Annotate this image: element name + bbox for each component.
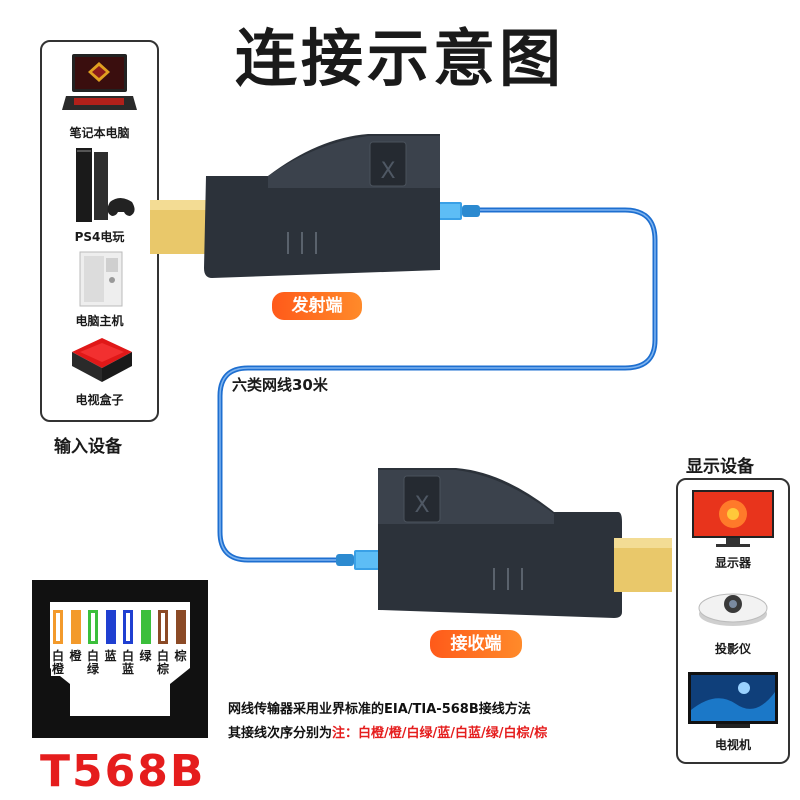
pin-label-6: 绿 bbox=[139, 650, 153, 663]
pin-label-1: 白橙 bbox=[51, 650, 65, 676]
device-label-tv: 电视机 bbox=[678, 736, 788, 753]
svg-text:X: X bbox=[380, 159, 395, 184]
pin-wire-7 bbox=[158, 610, 168, 644]
receiver-adapter: X bbox=[374, 462, 674, 622]
pin-wire-1 bbox=[53, 610, 63, 644]
pin-label-2: 橙 bbox=[69, 650, 83, 663]
wiring-note-prefix: 其接线次序分别为 bbox=[228, 726, 332, 741]
cable-label: 六类网线30米 bbox=[232, 374, 328, 395]
device-label-monitor: 显示器 bbox=[678, 554, 788, 571]
wiring-order: 注：白橙/橙/白绿/蓝/白蓝/绿/白棕/棕 bbox=[332, 726, 547, 741]
pin-label-5: 白蓝 bbox=[121, 650, 135, 676]
device-label-projector: 投影仪 bbox=[678, 640, 788, 657]
pin-wire-5 bbox=[123, 610, 133, 644]
receiver-tag: 接收端 bbox=[430, 630, 522, 658]
transmitter-tag: 发射端 bbox=[272, 292, 362, 320]
pin-wire-2 bbox=[71, 610, 81, 644]
pin-label-3: 白绿 bbox=[86, 650, 100, 676]
pin-label-8: 棕 bbox=[174, 650, 188, 663]
output-devices-heading: 显示设备 bbox=[686, 452, 754, 477]
monitor-icon bbox=[690, 488, 776, 550]
pin-wire-3 bbox=[88, 610, 98, 644]
output-devices-panel: 显示器 投影仪 电视机 bbox=[676, 478, 790, 764]
tv-icon bbox=[686, 670, 780, 732]
standard-label: T568B bbox=[40, 746, 205, 797]
projector-icon bbox=[696, 580, 770, 630]
pin-wire-8 bbox=[176, 610, 186, 644]
pin-label-4: 蓝 bbox=[104, 650, 118, 663]
wiring-note-line1: 网线传输器采用业界标准的EIA/TIA-568B接线方法 bbox=[228, 698, 531, 717]
wiring-note-line2: 其接线次序分别为注：白橙/橙/白绿/蓝/白蓝/绿/白棕/棕 bbox=[228, 722, 547, 741]
pin-label-7: 白棕 bbox=[156, 650, 170, 676]
pin-wire-4 bbox=[106, 610, 116, 644]
svg-text:X: X bbox=[414, 493, 429, 518]
pin-wire-6 bbox=[141, 610, 151, 644]
transmitter-adapter: X bbox=[148, 128, 448, 286]
